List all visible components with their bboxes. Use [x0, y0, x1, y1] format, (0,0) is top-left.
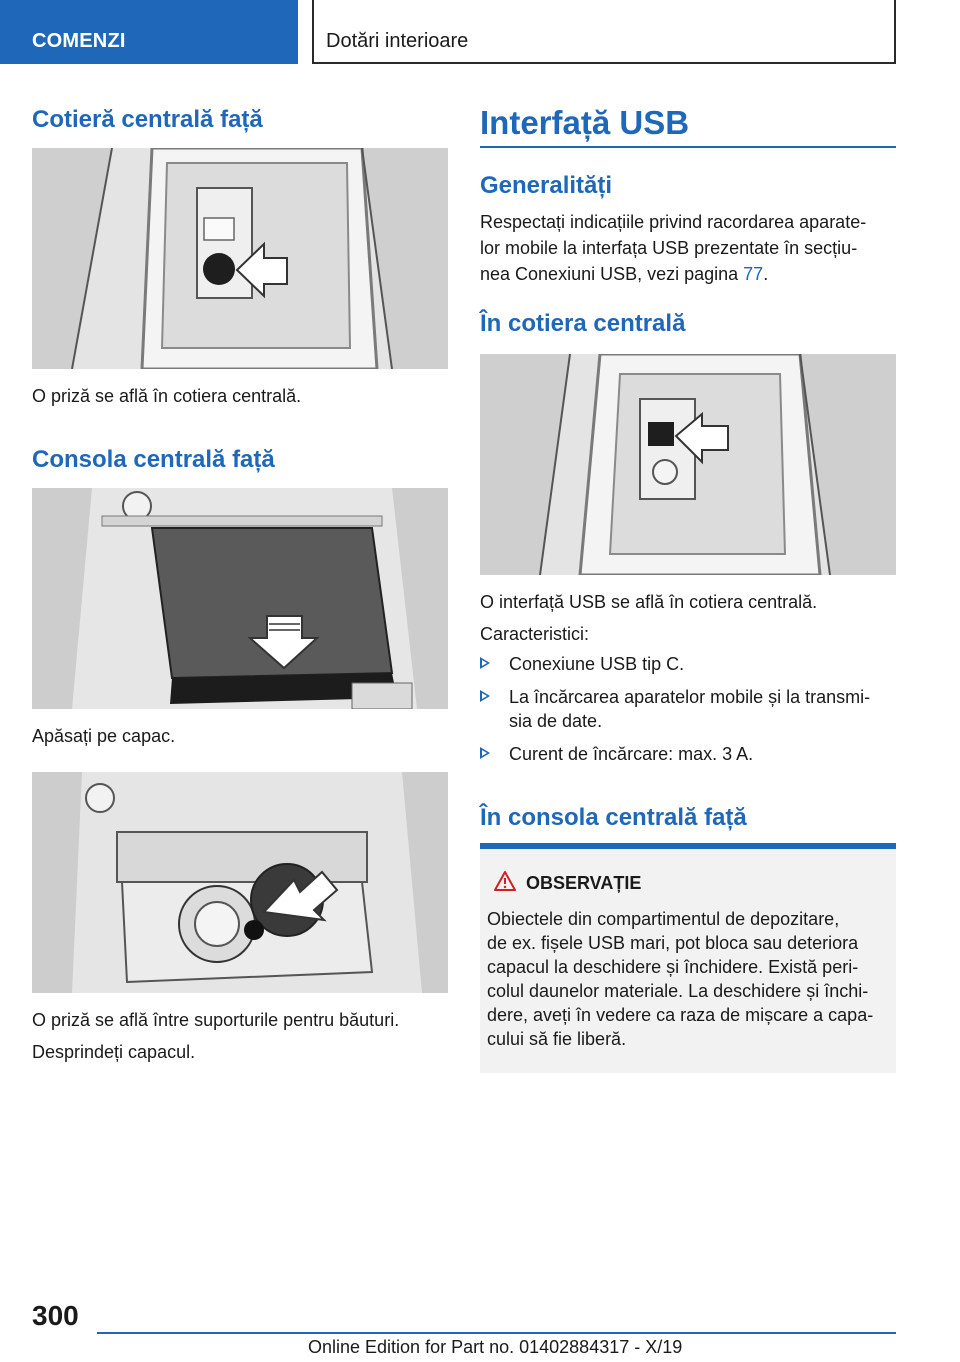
- feature-text: Curent de încărcare: max. 3 A.: [509, 744, 754, 764]
- page-number: 300: [32, 1300, 79, 1331]
- heading-armrest: În cotiera centrală: [480, 310, 686, 337]
- triangle-bullet-icon: [480, 747, 490, 759]
- caption-cupholder-socket: O priză se află între suporturile pentru…: [32, 1010, 400, 1030]
- general-line-3: nea Conexiuni USB, vezi pagina 77.: [480, 262, 768, 286]
- footer-edition: Online Edition for Part no. 01402884317 …: [308, 1337, 683, 1357]
- caption-armrest-usb: O interfață USB se află în cotiera centr…: [480, 592, 818, 612]
- triangle-bullet-icon: [480, 657, 490, 669]
- general-line-2: lor mobile la interfața USB prezentate î…: [480, 238, 858, 258]
- general-line-3-text: nea Conexiuni USB, vezi pagina: [480, 264, 744, 284]
- chapter-tab[interactable]: COMENZI: [0, 0, 298, 64]
- notice-body: Obiectele din compartimentul de depozita…: [487, 907, 889, 1051]
- armrest-socket-illustration: [32, 148, 448, 369]
- general-line-1: Respectați indicațiile privind racordare…: [480, 212, 867, 232]
- caption-armrest-socket: O priză se află în cotiera centrală.: [32, 386, 302, 406]
- notice-box: OBSERVAȚIE Obiectele din compartimentul …: [480, 843, 896, 1073]
- notice-line: Obiectele din compartimentul de depozita…: [487, 909, 840, 929]
- notice-line: cului să fie liberă.: [487, 1029, 627, 1049]
- notice-line: capacul la deschidere și închidere. Exis…: [487, 957, 859, 977]
- feature-text: sia de date.: [509, 711, 603, 731]
- page-link[interactable]: 77: [743, 264, 764, 284]
- feature-text: Conexiune USB tip C.: [509, 654, 685, 674]
- notice-title: OBSERVAȚIE: [526, 873, 642, 893]
- triangle-bullet-icon: [480, 690, 490, 702]
- console-cover-illustration: [32, 488, 448, 709]
- cupholder-socket-illustration: [32, 772, 448, 993]
- section-title: Dotări interioare: [312, 0, 896, 64]
- heading-console-front: Consola centrală față: [32, 446, 275, 473]
- footer-rule: [97, 1332, 896, 1334]
- notice-line: colul daunelor materiale. La deschidere …: [487, 981, 869, 1001]
- heading-general: Generalități: [480, 172, 613, 199]
- caption-press-cover: Apăsați pe capac.: [32, 726, 176, 746]
- general-line-3-end: .: [763, 264, 769, 284]
- notice-line: dere, aveți în vedere ca raza de mișcare…: [487, 1005, 874, 1025]
- heading-usb-interface: Interfață USB: [480, 104, 690, 141]
- feature-text: La încărcarea aparatelor mobile și la tr…: [509, 687, 871, 707]
- notice-line: de ex. fișele USB mari, pot bloca sau de…: [487, 933, 859, 953]
- features-label: Caracteristici:: [480, 624, 590, 644]
- caption-detach-cover: Desprindeți capacul.: [32, 1042, 196, 1062]
- warning-triangle-icon: [494, 871, 516, 891]
- heading-console: În consola centrală față: [480, 804, 747, 831]
- heading-armrest-front: Cotieră centrală față: [32, 106, 263, 133]
- heading-rule: [480, 146, 896, 148]
- armrest-usb-illustration: [480, 354, 896, 575]
